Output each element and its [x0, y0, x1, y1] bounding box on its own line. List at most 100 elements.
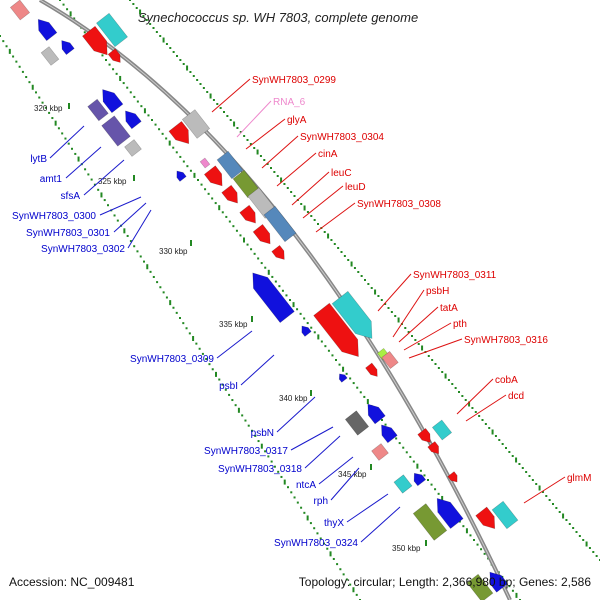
gc-dot-mid — [112, 68, 115, 71]
leader-line — [49, 125, 85, 159]
gc-dot-mid — [345, 372, 348, 375]
gc-dot-right — [313, 219, 316, 221]
gc-dot-mid — [356, 386, 359, 389]
reverse-strand-labels: lytB amt1 sfsA SynWH7803_0300 SynWH7803_… — [12, 154, 358, 549]
gc-dot-left — [355, 593, 358, 596]
leader-line — [211, 78, 251, 113]
gc-dot-mid — [193, 172, 196, 178]
gc-dot-mid — [59, 0, 61, 1]
gene-feature — [331, 290, 373, 339]
gc-dot-mid — [458, 520, 461, 523]
gc-dot-right — [192, 75, 195, 77]
gc-dot-left — [267, 455, 270, 458]
gene-feature-shape — [447, 471, 458, 483]
gc-dot-left — [2, 40, 5, 43]
gc-dot-right — [555, 507, 558, 509]
gene-feature-shape — [252, 272, 295, 324]
gc-dot-left — [205, 358, 208, 361]
leader-line — [346, 493, 389, 523]
gene-feature-shape — [168, 120, 190, 145]
gc-dot-mid — [151, 119, 153, 121]
gc-dot-left — [136, 250, 139, 253]
gc-dot-right — [155, 31, 158, 33]
gc-dot-left — [185, 327, 188, 330]
gene-feature-shape — [37, 18, 58, 42]
kbp-label: 350 kbp — [392, 544, 421, 553]
gc-dot-left — [71, 147, 73, 150]
leader-line — [113, 202, 147, 233]
gc-dot-right — [236, 127, 239, 129]
gc-dot-mid — [441, 495, 444, 501]
gc-dot-right — [290, 191, 293, 193]
gc-dot-right — [330, 239, 333, 241]
gc-dot-right — [229, 119, 232, 121]
gc-dot-mid — [143, 108, 146, 114]
gene-feature — [371, 443, 389, 461]
gene-feature — [125, 110, 142, 130]
gc-dot-right — [370, 287, 373, 289]
gc-dot-right — [310, 215, 313, 217]
gc-dot-left — [41, 101, 44, 104]
gene-feature — [239, 204, 256, 224]
gc-dot-right — [525, 471, 528, 473]
gc-dot-mid — [278, 285, 281, 288]
gc-dot-left — [90, 178, 93, 181]
gc-dot-mid — [331, 354, 334, 357]
gene-feature — [447, 471, 458, 483]
gc-dot-left — [152, 275, 155, 278]
gene-label-synwh7803-0324: SynWH7803_0324 — [274, 538, 358, 549]
leader-line — [408, 338, 463, 359]
gc-dot-mid — [147, 114, 150, 117]
gc-dot-right — [353, 267, 356, 269]
gc-dot-left — [336, 563, 339, 566]
gc-dot-left — [162, 291, 165, 294]
gc-dot-left — [87, 173, 90, 176]
gene-label-psbh: psbH — [426, 286, 449, 297]
gene-feature-shape — [331, 290, 373, 339]
gc-dot-mid — [327, 349, 330, 352]
gc-dot-mid — [207, 192, 210, 195]
gene-feature — [199, 157, 211, 169]
gene-feature-shape — [344, 410, 370, 436]
gc-dot-right — [317, 223, 319, 225]
leader-line — [216, 330, 253, 359]
gc-dot-right — [397, 317, 400, 323]
gc-dot-right — [394, 315, 397, 317]
gc-dot-mid — [416, 463, 419, 469]
gene-feature — [427, 441, 440, 455]
gc-dot-right — [209, 93, 212, 99]
gc-dot-mid — [313, 331, 316, 334]
gc-dot-right — [293, 195, 296, 197]
gene-label-synwh7803-0301: SynWH7803_0301 — [26, 228, 110, 239]
gene-feature — [412, 503, 448, 541]
gc-dot-right — [239, 131, 242, 133]
gc-dot-right — [572, 527, 575, 529]
gc-dot-mid — [133, 95, 136, 98]
gc-dot-right — [458, 391, 460, 393]
gene-label-synwh7803-0318: SynWH7803_0318 — [218, 464, 302, 475]
gene-feature — [301, 325, 312, 337]
gc-dot-right — [340, 251, 343, 253]
gc-dot-left — [198, 347, 201, 350]
gc-dot-right — [169, 47, 172, 49]
gc-dot-left — [146, 264, 149, 270]
gc-dot-left — [103, 199, 106, 202]
gc-dot-left — [244, 419, 247, 422]
gc-dot-left — [303, 511, 306, 514]
gene-feature-shape — [82, 25, 108, 56]
gene-label-synwh7803-0316: SynWH7803_0316 — [464, 335, 548, 346]
gc-dot-left — [287, 486, 289, 489]
gc-dot-mid — [437, 492, 440, 495]
gc-dot-right — [535, 483, 538, 485]
gene-feature — [96, 12, 128, 48]
gc-dot-mid — [324, 345, 327, 348]
kbp-tick — [425, 540, 427, 546]
gc-dot-mid — [197, 179, 199, 181]
gene-feature — [107, 48, 121, 63]
gc-dot-right — [303, 205, 306, 211]
gc-dot-left — [201, 352, 204, 355]
gc-dot-mid — [320, 340, 323, 343]
gc-dot-left — [116, 219, 119, 222]
gc-dot-left — [143, 260, 145, 263]
gene-feature — [381, 350, 399, 370]
